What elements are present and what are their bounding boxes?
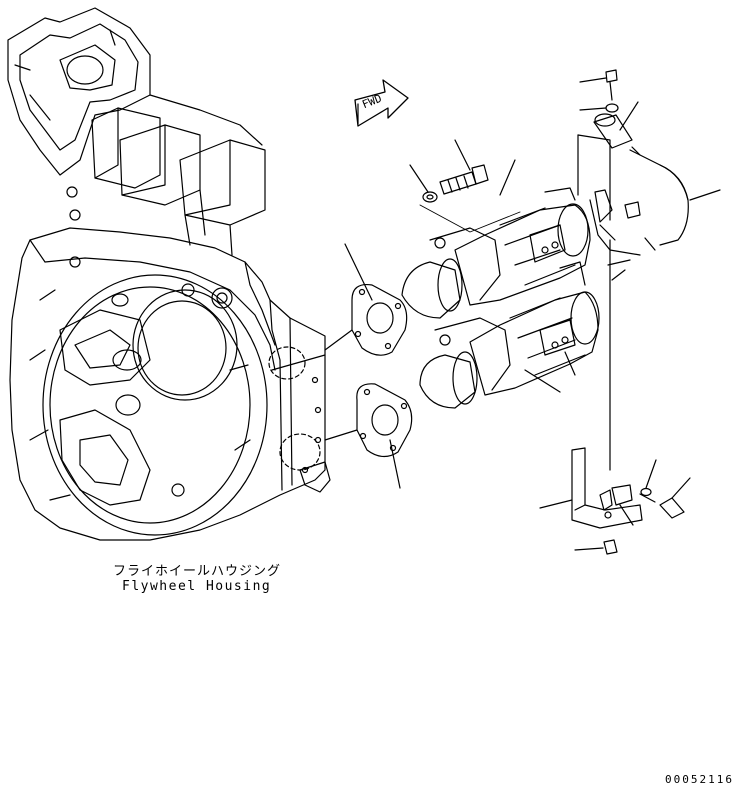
caption-japanese: フライホイールハウジング [113, 564, 282, 579]
washer [409, 164, 438, 203]
bracket-washer [640, 459, 657, 497]
gasket-upper [344, 243, 408, 356]
mounting-bolt [439, 139, 489, 195]
upper-washer [579, 103, 619, 113]
starter-motor-upper [401, 187, 591, 319]
gasket-lower [356, 383, 413, 489]
flywheel-housing [7, 7, 331, 541]
bracket-nut [574, 539, 618, 555]
bracket-clip [599, 484, 634, 526]
mounting-bracket [539, 447, 643, 529]
starter-motor-lower [419, 291, 600, 409]
gasket-leader-lines [324, 329, 358, 441]
bolt-leader [419, 204, 521, 233]
drawing-number: 00052116 [665, 773, 734, 786]
wiring-harness [577, 134, 721, 471]
fwd-direction-arrow [354, 79, 409, 127]
upper-bolt [579, 69, 618, 101]
starter-leader-lines [499, 159, 561, 393]
bracket-bolt [639, 477, 691, 519]
caption-english: Flywheel Housing [122, 579, 272, 594]
clamp-sleeve [593, 101, 639, 149]
